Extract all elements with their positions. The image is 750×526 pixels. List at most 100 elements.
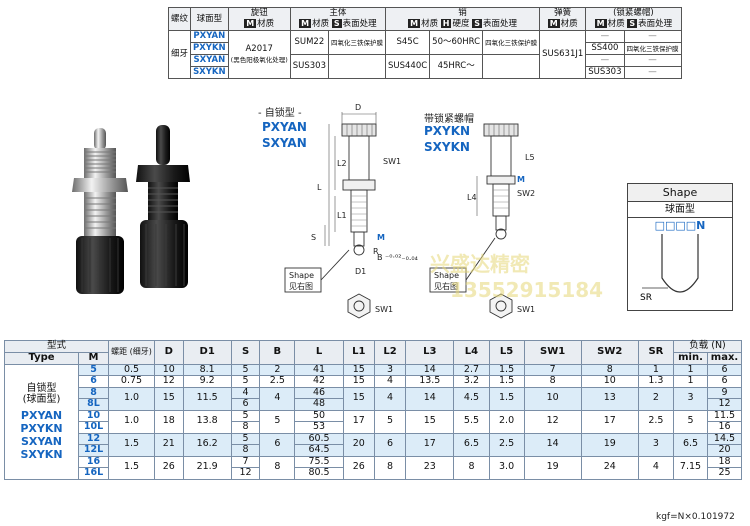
nut-surface-1: — xyxy=(623,30,682,43)
cell-s: 5 xyxy=(230,432,261,445)
cell-sw1: 14 xyxy=(523,432,582,457)
cell-min: 3 xyxy=(673,386,708,411)
cell-l4: 8 xyxy=(453,455,490,480)
nut-material-2: SS400 xyxy=(585,42,625,55)
type-code: SXYKN xyxy=(20,447,63,461)
cell-s: 5 xyxy=(230,363,261,376)
m-cell: 12L xyxy=(78,444,109,457)
cell-sw2: 10 xyxy=(580,375,639,388)
cell-sr: 3 xyxy=(637,432,675,457)
model-pxyan: PXYAN xyxy=(190,30,229,43)
cell-min: 5 xyxy=(673,409,708,434)
shape-box: Shape 球面型 □□□□N SR xyxy=(627,183,733,311)
b-header: B xyxy=(259,340,296,365)
body-surface-2 xyxy=(327,54,386,79)
cell-sw1: 12 xyxy=(523,409,582,434)
cell-sw1: 19 xyxy=(523,455,582,480)
cell-l5: 2.5 xyxy=(488,432,525,457)
cell-pitch: 1.5 xyxy=(108,455,155,480)
spherical-tip-drawing: SR xyxy=(640,234,699,303)
m-header: M xyxy=(78,351,109,365)
cell-max: 16 xyxy=(707,421,742,434)
cell-max: 18 xyxy=(707,455,742,468)
cell-l1: 20 xyxy=(342,432,375,457)
cell-l2: 4 xyxy=(373,375,407,388)
dim-l5: L5 xyxy=(525,153,535,162)
cell-sw1: 8 xyxy=(523,375,582,388)
nut-surface-3: — xyxy=(623,54,682,67)
ball-type-header: 球面型 xyxy=(190,7,229,31)
cell-max: 14.5 xyxy=(707,432,742,445)
dim-l2: L2 xyxy=(337,159,347,168)
model-sxyan: SXYAN xyxy=(190,54,229,67)
cell-b: 8 xyxy=(259,455,296,480)
cell-b: 6 xyxy=(259,432,296,457)
cell-pitch: 0.5 xyxy=(108,363,155,376)
see-right-left: 见右图 xyxy=(289,281,313,291)
m-cell: 10L xyxy=(78,421,109,434)
pin-surface-1: 四氧化三铁保护膜 xyxy=(482,30,541,55)
sw1-header: SW1 xyxy=(523,340,582,365)
type-header: Type xyxy=(4,351,79,365)
cell-s: 6 xyxy=(230,398,261,411)
cell-s: 12 xyxy=(230,467,261,480)
type-code: SXYAN xyxy=(20,434,63,448)
type-code: PXYAN xyxy=(20,408,63,422)
cell-d1: 16.2 xyxy=(182,432,232,457)
dim-b: B ⁻⁰·⁰²₋₀.₀₄ xyxy=(377,253,418,262)
cell-s: 8 xyxy=(230,421,261,434)
cell-l: 60.5 xyxy=(294,432,344,445)
cell-l2: 6 xyxy=(373,432,407,457)
dim-sw1: SW1 xyxy=(383,157,401,166)
s-header: S xyxy=(230,340,261,365)
right-model-2: SXYKN xyxy=(424,140,470,154)
pitch-header: 螺距 (细牙) xyxy=(108,340,155,365)
model-pxykn: PXYKN xyxy=(190,42,229,55)
cell-s: 5 xyxy=(230,409,261,422)
cell-sw1: 10 xyxy=(523,386,582,411)
nut-material-1: — xyxy=(585,30,625,43)
shape-callout-left: Shape xyxy=(289,271,314,280)
m-cell: 10 xyxy=(78,409,109,422)
cell-b: 4 xyxy=(259,386,296,411)
m-cell: 16 xyxy=(78,455,109,468)
cell-l1: 17 xyxy=(342,409,375,434)
cell-d1: 8.1 xyxy=(182,363,232,376)
cell-sr: 2 xyxy=(637,386,675,411)
model-header: 型式 xyxy=(4,340,109,353)
cell-l3: 14 xyxy=(405,386,455,411)
dim-l4: L4 xyxy=(467,193,477,202)
cell-l: 80.5 xyxy=(294,467,344,480)
cell-d1: 9.2 xyxy=(182,375,232,388)
cell-sw2: 8 xyxy=(580,363,639,376)
kgf-footnote: kgf=N×0.101972 xyxy=(656,512,735,522)
right-model-1: PXYKN xyxy=(424,124,471,138)
l2-header: L2 xyxy=(373,340,407,365)
cell-sw2: 19 xyxy=(580,432,639,457)
left-model-1: PXYAN xyxy=(262,120,307,134)
cell-sr: 4 xyxy=(637,455,675,480)
spec-table: 型式 螺距 (细牙) D D1 S B L L1 L2 L3 L4 L5 SW1… xyxy=(4,340,742,480)
cell-l: 46 xyxy=(294,386,344,399)
cell-max: 6 xyxy=(707,375,742,388)
dim-s: S xyxy=(311,233,316,242)
cell-l3: 15 xyxy=(405,409,455,434)
m-cell: 12 xyxy=(78,432,109,445)
l3-header: L3 xyxy=(405,340,455,365)
sr-header: SR xyxy=(637,340,675,365)
lock-nut-title: 带锁紧螺帽 xyxy=(424,114,474,125)
m-cell: 8L xyxy=(78,398,109,411)
cell-max: 11.5 xyxy=(707,409,742,422)
l4-header: L4 xyxy=(453,340,490,365)
l5-header: L5 xyxy=(488,340,525,365)
pin-surface-2 xyxy=(482,54,541,79)
knob-material: A2017(黑色阳极氧化处理) xyxy=(227,30,291,79)
cell-min: 7.15 xyxy=(673,455,708,480)
body-material-2: SUS303 xyxy=(289,54,329,79)
cell-l2: 8 xyxy=(373,455,407,480)
